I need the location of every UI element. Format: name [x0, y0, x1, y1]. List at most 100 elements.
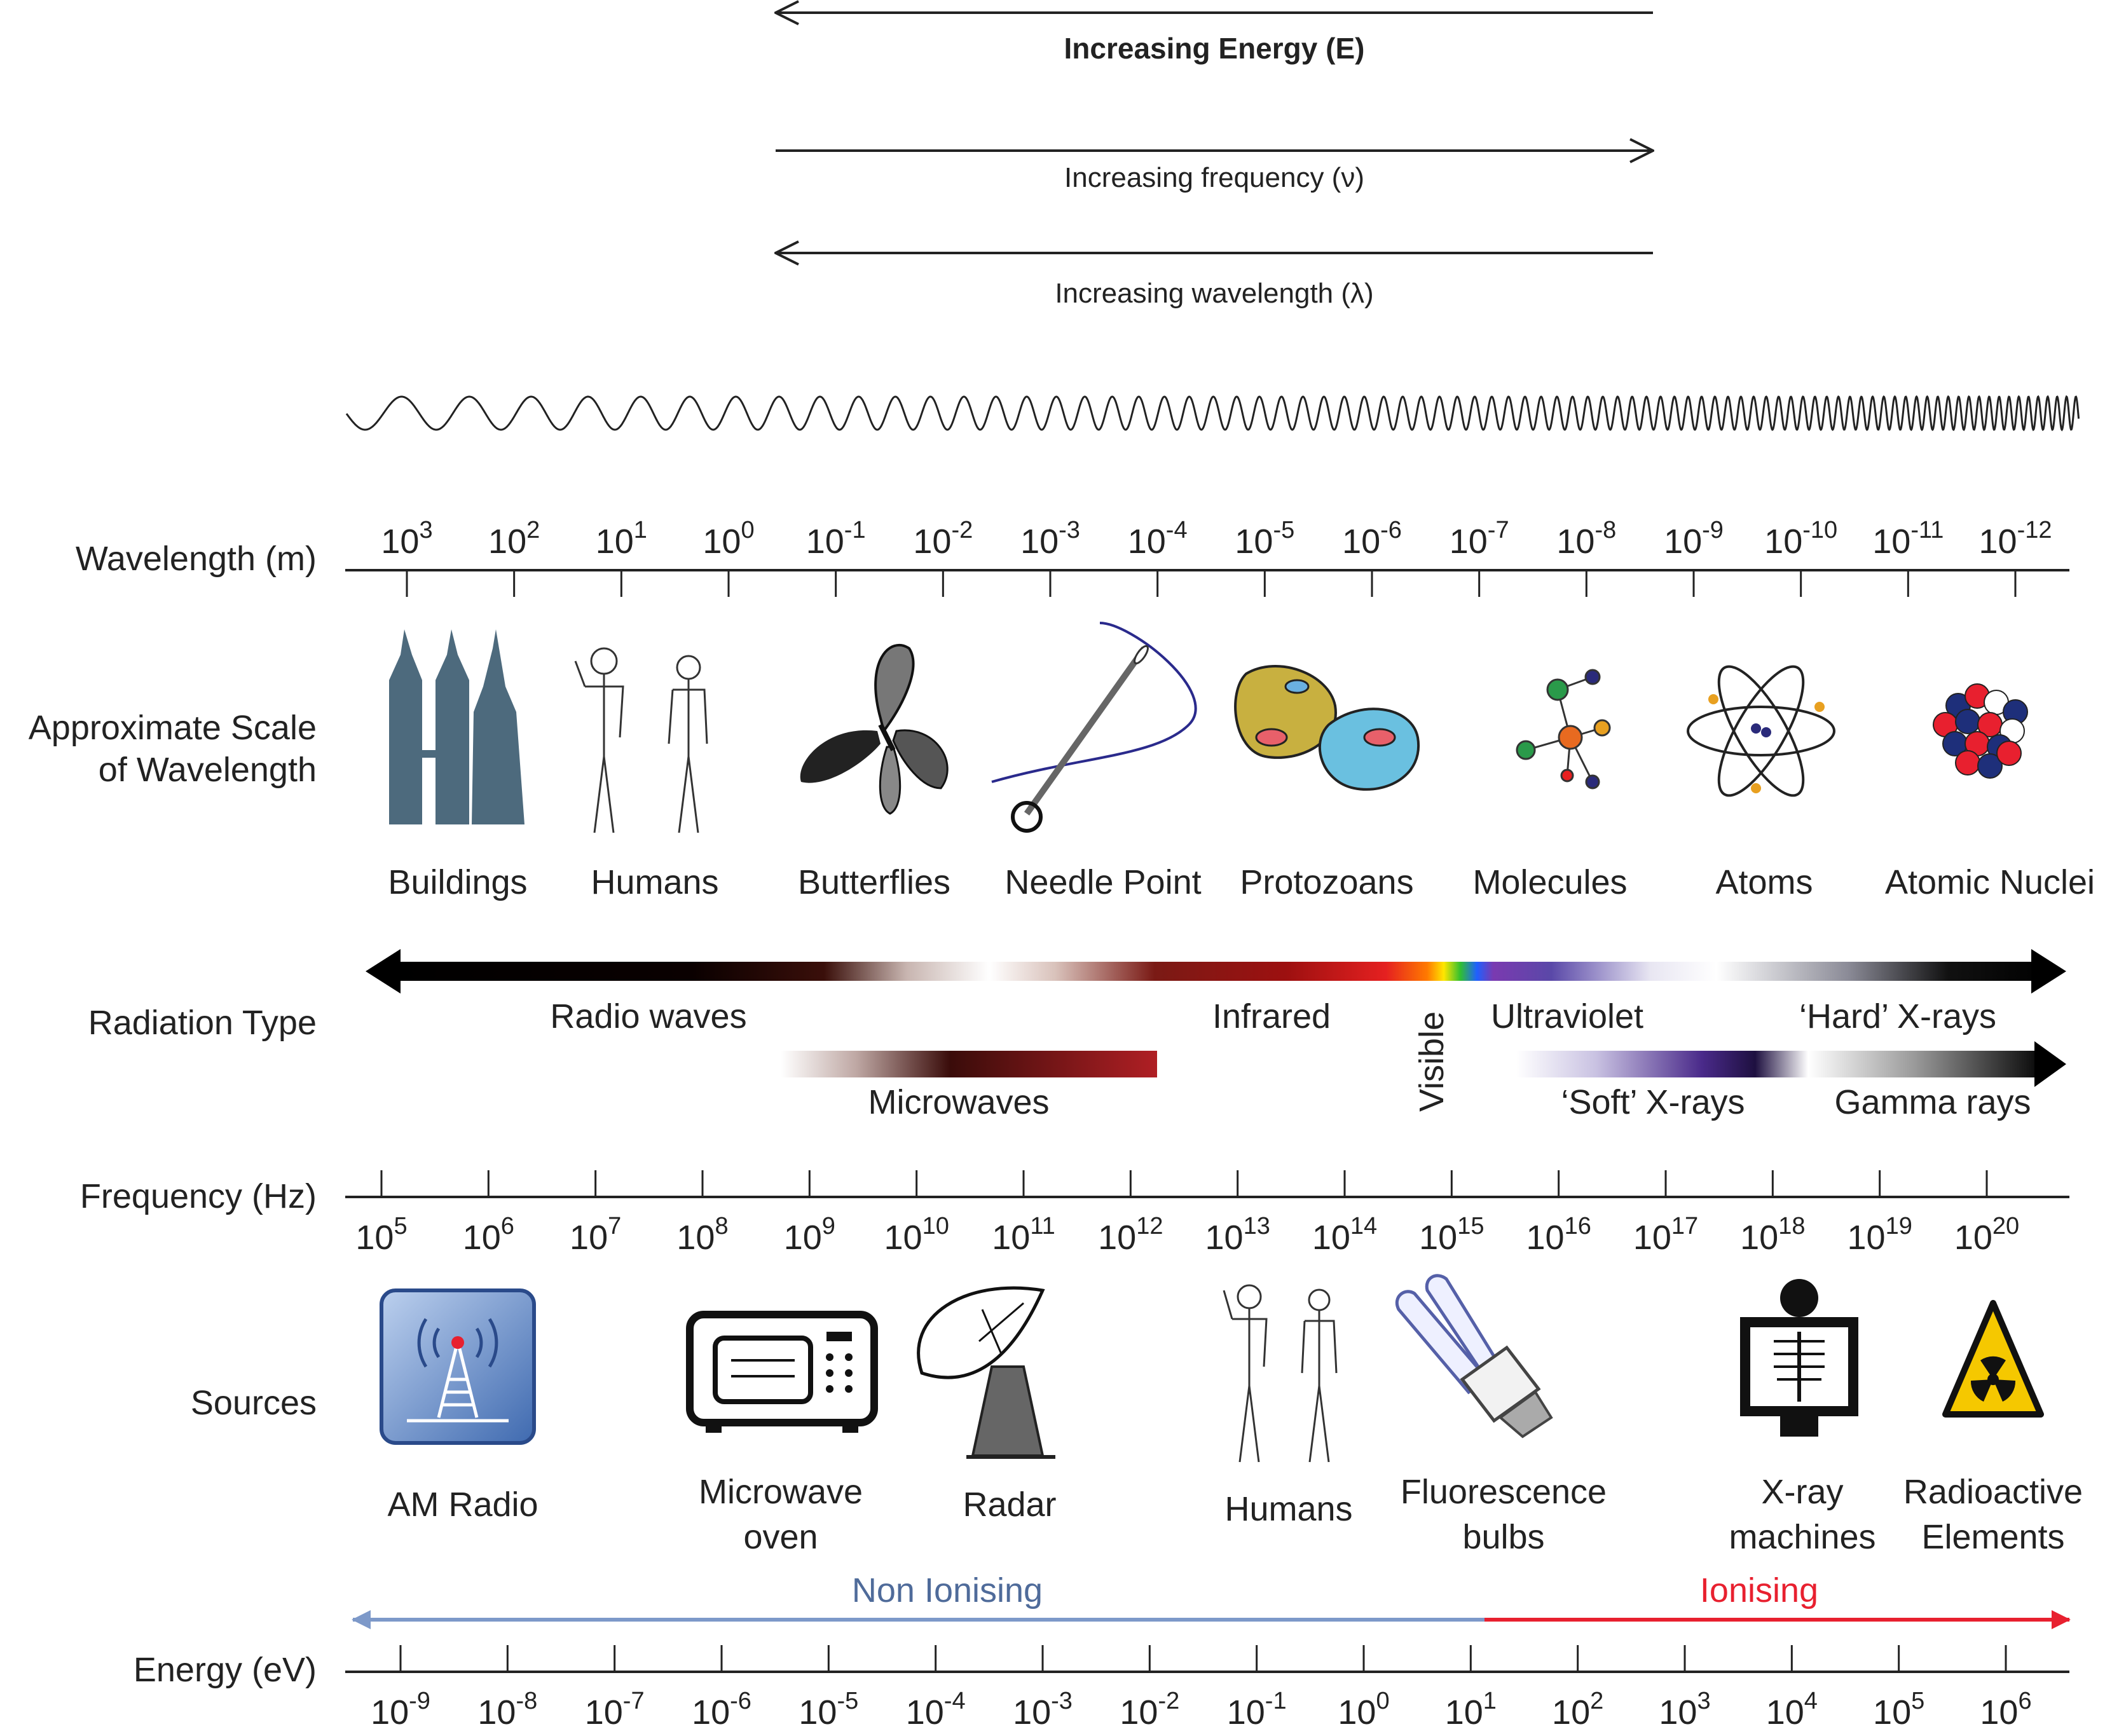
wavelength-tick-label: 10-6	[1342, 517, 1402, 561]
humans-icon	[574, 647, 708, 833]
scale-label-humans: Humans	[591, 863, 718, 901]
microwaves-label: Microwaves	[868, 1083, 1049, 1121]
source-label-radioactive-2: Elements	[1921, 1518, 2064, 1556]
source-label-humans: Humans	[1224, 1490, 1352, 1528]
ionising-label: Ionising	[1700, 1571, 1818, 1610]
energy-tick-label: 106	[1980, 1688, 2031, 1732]
scale-label-protozoans: Protozoans	[1240, 863, 1413, 901]
frequency-ticks: 105 106 107 108 109 1010 1011 1012 1013 1014 1015 1…	[355, 1170, 2019, 1257]
source-label-microwave-1: Microwave	[699, 1473, 863, 1511]
frequency-tick-label: 1015	[1419, 1213, 1484, 1257]
frequency-arrow-label: Increasing frequency (ν)	[1064, 162, 1364, 193]
radioactive-icon	[1942, 1300, 2044, 1418]
butterfly-icon	[800, 644, 949, 815]
source-label-radar: Radar	[963, 1486, 1056, 1524]
scale-label-atomic-nuclei: Atomic Nuclei	[1885, 863, 2095, 901]
energy-tick-label: 104	[1766, 1688, 1818, 1732]
scale-labels: Buildings Humans Butterflies Needle Poin…	[388, 863, 2095, 901]
visible-label: Visible	[1413, 1011, 1451, 1112]
frequency-tick-label: 1010	[884, 1213, 949, 1257]
scale-label-butterflies: Butterflies	[798, 863, 950, 901]
frequency-tick-label: 109	[784, 1213, 835, 1257]
wavelength-tick-label: 103	[381, 517, 432, 561]
scale-label-buildings: Buildings	[388, 863, 527, 901]
buildings-icon	[389, 629, 525, 824]
row-label-energy: Energy (eV)	[134, 1651, 317, 1689]
wavelength-tick-label: 102	[488, 517, 540, 561]
frequency-tick-label: 1020	[1954, 1213, 2019, 1257]
wavelength-tick-label: 10-2	[913, 517, 973, 561]
energy-tick-label: 10-5	[799, 1688, 858, 1732]
energy-tick-label: 10-8	[477, 1688, 537, 1732]
molecule-icon	[1516, 669, 1611, 789]
wavelength-tick-label: 10-11	[1872, 517, 1944, 561]
scale-label-needle-point: Needle Point	[1005, 863, 1201, 901]
source-label-am-radio: AM Radio	[387, 1486, 538, 1524]
frequency-tick-label: 108	[676, 1213, 728, 1257]
energy-tick-label: 10-7	[585, 1688, 645, 1732]
energy-tick-label: 10-9	[371, 1688, 430, 1732]
frequency-tick-label: 1012	[1098, 1213, 1163, 1257]
frequency-tick-label: 107	[570, 1213, 621, 1257]
frequency-tick-label: 1011	[992, 1213, 1055, 1257]
wavelength-tick-label: 10-5	[1235, 517, 1294, 561]
protozoans-icon	[1234, 665, 1420, 791]
wavelength-tick-label: 10-7	[1450, 517, 1509, 561]
frequency-tick-label: 1018	[1740, 1213, 1805, 1257]
hard-xrays-label: ‘Hard’ X-rays	[1799, 997, 1996, 1035]
scale-label-atoms: Atoms	[1715, 863, 1813, 901]
source-label-fluorescence-2: bulbs	[1462, 1518, 1544, 1556]
gamma-rays-label: Gamma rays	[1834, 1083, 2031, 1121]
wave-illustration	[345, 395, 2080, 432]
energy-tick-label: 10-4	[906, 1688, 966, 1732]
frequency-tick-label: 106	[463, 1213, 514, 1257]
energy-tick-label: 10-1	[1227, 1688, 1287, 1732]
wavelength-tick-label: 10-1	[806, 517, 866, 561]
row-labels: Wavelength (m) Approximate Scale of Wave…	[29, 540, 317, 1689]
energy-arrow-label: Increasing Energy (E)	[1064, 32, 1365, 65]
row-label-scale-2: of Wavelength	[99, 751, 317, 789]
atom-icon	[1687, 665, 1835, 797]
frequency-tick-label: 1013	[1205, 1213, 1270, 1257]
frequency-tick-label: 1017	[1633, 1213, 1698, 1257]
needle-icon	[991, 622, 1197, 833]
wavelength-tick-label: 10-10	[1764, 517, 1837, 561]
wavelength-tick-label: 10-4	[1128, 517, 1188, 561]
energy-tick-label: 10-3	[1013, 1688, 1073, 1732]
ultraviolet-label: Ultraviolet	[1491, 997, 1643, 1035]
radio-waves-label: Radio waves	[550, 997, 746, 1035]
frequency-tick-label: 1019	[1847, 1213, 1912, 1257]
soft-xrays-gamma-bar	[1516, 1041, 2066, 1087]
am-radio-icon	[380, 1288, 536, 1445]
microwaves-bar	[781, 1051, 1157, 1077]
energy-tick-label: 102	[1552, 1688, 1603, 1732]
soft-xrays-label: ‘Soft’ X-rays	[1561, 1083, 1745, 1121]
row-label-sources: Sources	[191, 1384, 317, 1422]
microwave-oven-icon	[686, 1311, 878, 1433]
source-label-fluorescence-1: Fluorescence	[1401, 1473, 1607, 1511]
nucleus-icon	[1933, 683, 2028, 779]
row-label-radiation: Radiation Type	[88, 1004, 317, 1042]
source-label-radioactive-1: Radioactive	[1903, 1473, 2083, 1511]
humans-source-icon	[1223, 1284, 1338, 1463]
source-label-microwave-2: oven	[743, 1518, 818, 1556]
row-label-wavelength: Wavelength (m)	[76, 540, 317, 578]
top-arrows: Increasing Energy (E) Increasing frequen…	[776, 13, 1653, 309]
radiation-bar	[366, 949, 2066, 994]
energy-tick-label: 105	[1873, 1688, 1924, 1732]
fluorescent-bulb-icon	[1395, 1274, 1553, 1439]
wavelength-tick-label: 10-8	[1556, 517, 1616, 561]
wavelength-tick-label: 100	[703, 517, 754, 561]
sources-labels: AM Radio Microwave oven Radar Humans Flu…	[387, 1473, 2083, 1556]
wavelength-arrow-label: Increasing wavelength (λ)	[1055, 278, 1373, 309]
wavelength-tick-label: 10-3	[1020, 517, 1080, 561]
frequency-tick-label: 1014	[1312, 1213, 1377, 1257]
radar-dish-icon	[917, 1286, 1055, 1459]
frequency-tick-label: 105	[355, 1213, 407, 1257]
frequency-tick-label: 1016	[1526, 1213, 1591, 1257]
row-label-frequency: Frequency (Hz)	[80, 1177, 317, 1215]
infrared-label: Infrared	[1212, 997, 1331, 1035]
source-label-xray-1: X-ray	[1761, 1473, 1843, 1511]
scale-label-molecules: Molecules	[1472, 863, 1627, 901]
